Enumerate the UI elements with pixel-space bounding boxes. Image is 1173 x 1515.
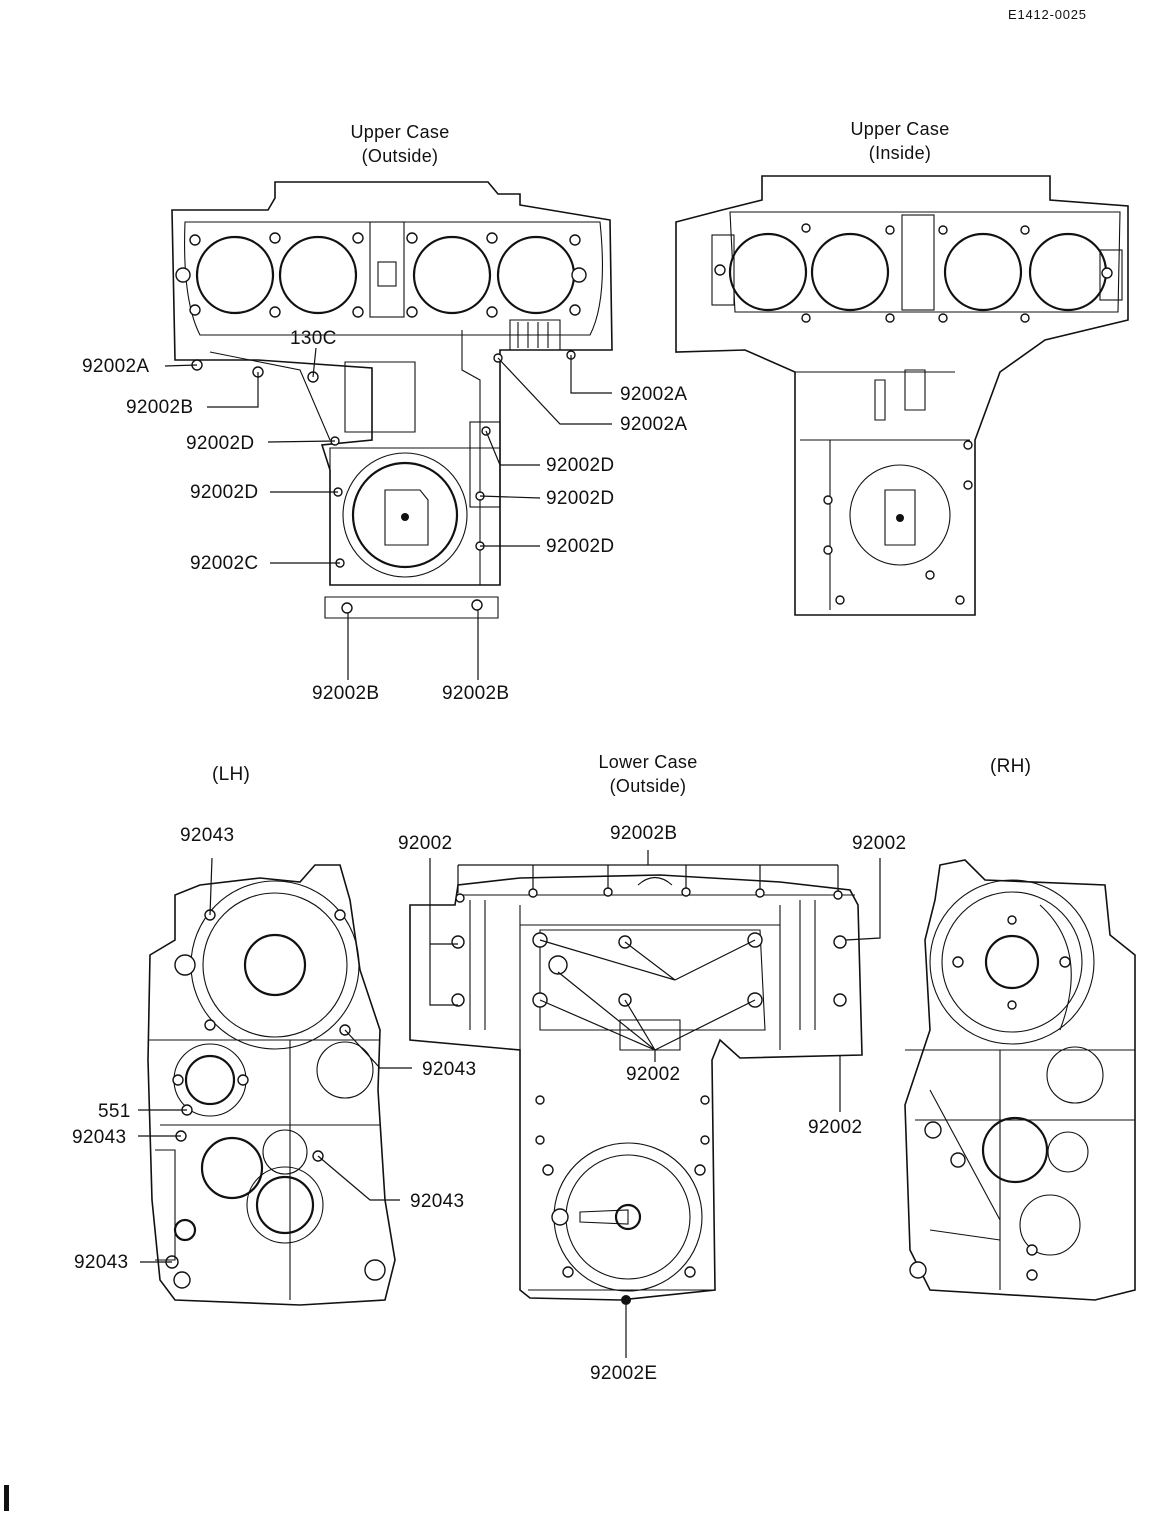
lh-case-drawing bbox=[138, 857, 412, 1306]
callout-92002-lower-right: 92002 bbox=[852, 833, 907, 854]
callout-92002b-lower: 92002B bbox=[610, 823, 678, 844]
upper-case-outside-title-line2: (Outside) bbox=[361, 146, 439, 167]
edge-registration-mark bbox=[4, 1485, 9, 1511]
callout-92002a-right-2: 92002A bbox=[620, 414, 688, 435]
upper-case-inside-title: Upper Case (Inside) bbox=[830, 117, 970, 166]
rh-case-drawing bbox=[904, 859, 1136, 1301]
upper-case-inside-title-line1: Upper Case bbox=[850, 119, 950, 139]
callout-92002d-2: 92002D bbox=[546, 455, 615, 476]
lower-case-outside-title: Lower Case (Outside) bbox=[578, 750, 718, 799]
callout-92002b-bottom-right: 92002B bbox=[442, 683, 510, 704]
callout-92002d-3: 92002D bbox=[190, 482, 259, 503]
callout-92002d-5: 92002D bbox=[546, 536, 615, 557]
upper-case-outside-drawing bbox=[164, 181, 613, 680]
callout-92002c: 92002C bbox=[190, 553, 259, 574]
callout-92002d-1: 92002D bbox=[186, 433, 255, 454]
upper-case-inside-drawing bbox=[675, 175, 1129, 616]
callout-92002e: 92002E bbox=[590, 1363, 658, 1384]
callout-92002a-right-1: 92002A bbox=[620, 384, 688, 405]
callout-92043-lh-low: 92043 bbox=[74, 1252, 129, 1273]
lower-case-outside-drawing bbox=[409, 850, 881, 1358]
lower-case-outside-title-line2: (Outside) bbox=[609, 776, 687, 797]
upper-case-outside-title-line1: Upper Case bbox=[350, 122, 450, 142]
callout-92043-lh-top: 92043 bbox=[180, 825, 235, 846]
lh-label: (LH) bbox=[212, 764, 251, 785]
callout-92002b-bottom-left: 92002B bbox=[312, 683, 380, 704]
callout-92002-lower-left: 92002 bbox=[398, 833, 453, 854]
callout-92043-lh-mid: 92043 bbox=[72, 1127, 127, 1148]
callout-92002-lower-low-right: 92002 bbox=[808, 1117, 863, 1138]
upper-case-outside-title: Upper Case (Outside) bbox=[330, 120, 470, 169]
callout-92002-lower-center: 92002 bbox=[626, 1064, 681, 1085]
lower-case-outside-title-line1: Lower Case bbox=[598, 752, 698, 772]
callout-92002b-left: 92002B bbox=[126, 397, 194, 418]
callout-551: 551 bbox=[98, 1101, 131, 1122]
callout-92002d-4: 92002D bbox=[546, 488, 615, 509]
rh-label: (RH) bbox=[990, 756, 1032, 777]
callout-92043-lh-right-1: 92043 bbox=[422, 1059, 477, 1080]
upper-case-inside-title-line2: (Inside) bbox=[868, 143, 932, 164]
callout-92002a-left: 92002A bbox=[82, 356, 150, 377]
callout-92043-lh-right-2: 92043 bbox=[410, 1191, 465, 1212]
callout-130c: 130C bbox=[290, 328, 337, 349]
drawing-code: E1412-0025 bbox=[1008, 7, 1087, 22]
